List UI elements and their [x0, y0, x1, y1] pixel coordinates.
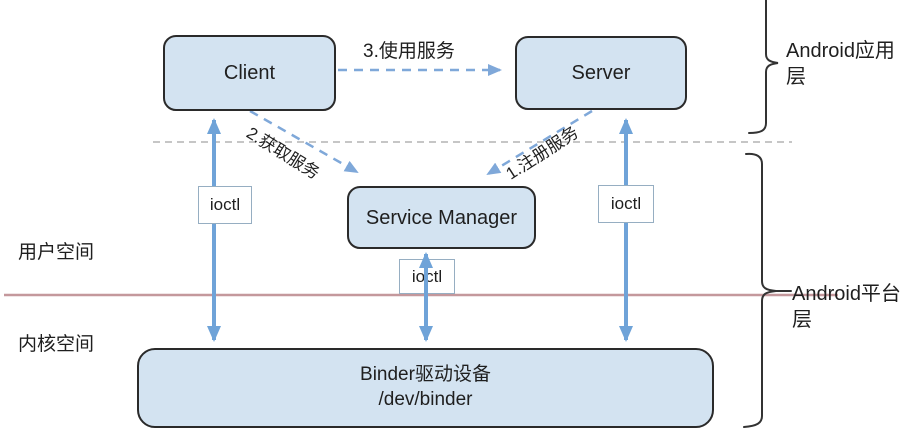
ioctl-badge-right: ioctl	[598, 185, 654, 223]
client-label: Client	[223, 62, 276, 84]
ioctl-center-label: ioctl	[411, 266, 443, 286]
service-manager-label: Service Manager	[365, 206, 518, 229]
server-node: Server	[515, 36, 687, 110]
ioctl-right-label: ioctl	[610, 194, 642, 213]
user-space-label: 用户空间	[18, 242, 95, 263]
service-manager-node: Service Manager	[347, 186, 536, 249]
binder-driver-label-line1: Binder驱动设备	[360, 364, 491, 386]
ioctl-left-label: ioctl	[209, 195, 241, 214]
ioctl-badge-center: ioctl	[399, 259, 455, 294]
android-app-layer-label: Android应用层	[786, 40, 895, 88]
ioctl-badge-left: ioctl	[198, 186, 252, 224]
use-service-label: 3.使用服务	[363, 41, 455, 62]
kernel-space-label: 内核空间	[18, 334, 95, 355]
get-service-label: 2.获取服务	[243, 123, 323, 184]
server-label: Server	[571, 62, 631, 84]
client-node: Client	[163, 35, 336, 111]
binder-driver-node: Binder驱动设备 /dev/binder	[137, 348, 714, 428]
android-platform-layer-label: Android平台层	[792, 283, 901, 331]
binder-driver-label-line2: /dev/binder	[378, 389, 473, 410]
register-service-label: 1.注册服务	[502, 122, 582, 184]
